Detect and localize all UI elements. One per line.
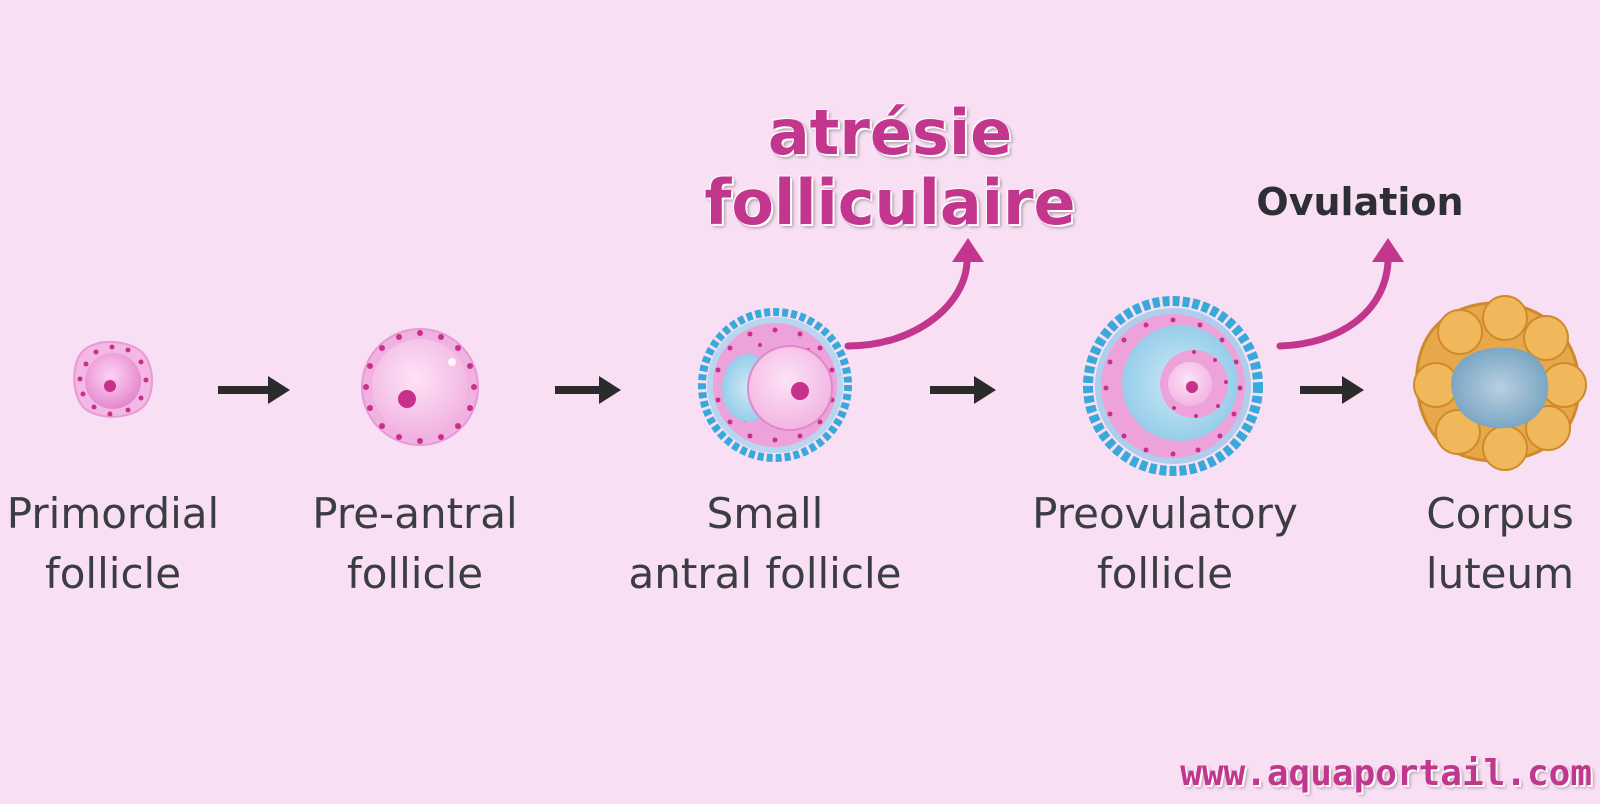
ovulation-arrow: [1276, 238, 1404, 350]
stage-label-line1: Corpus: [1426, 489, 1574, 538]
stage-label-corpus-luteum: Corpus luteum: [1400, 484, 1600, 604]
atresia-arrow: [844, 238, 984, 350]
progression-arrow-4: [1300, 376, 1364, 404]
stage-label-line2: follicle: [44, 549, 182, 598]
stage-label-line1: Small: [706, 489, 824, 538]
stage-label-line2: follicle: [346, 549, 484, 598]
progression-arrow-1: [218, 376, 290, 404]
stage-label-line2: follicle: [1096, 549, 1234, 598]
atresia-label-line2: folliculaire: [704, 166, 1076, 239]
stage-label-primordial: Primordial follicle: [0, 484, 226, 604]
stage-label-pre-antral: Pre-antral follicle: [295, 484, 535, 604]
atresia-label-line1: atrésie: [767, 96, 1013, 169]
stage-label-line1: Pre-antral: [312, 489, 518, 538]
stage-label-small-antral: Small antral follicle: [600, 484, 930, 604]
small-antral-follicle-illustration: [698, 308, 852, 462]
stage-label-line1: Preovulatory: [1032, 489, 1298, 538]
stage-label-line2: luteum: [1425, 549, 1575, 598]
progression-arrow-2: [555, 376, 621, 404]
ovulation-label: Ovulation: [1256, 180, 1464, 224]
stage-label-preovulatory: Preovulatory follicle: [1020, 484, 1310, 604]
primordial-follicle-illustration: [73, 340, 153, 418]
corpus-luteum-illustration: [1413, 295, 1587, 471]
atresia-label: atrésie folliculaire: [660, 98, 1120, 238]
progression-arrow-3: [930, 376, 996, 404]
stage-label-line2: antral follicle: [628, 549, 902, 598]
watermark: www.aquaportail.com: [1180, 753, 1592, 794]
preovulatory-follicle-illustration: [1083, 296, 1263, 476]
stage-label-line1: Primordial: [6, 489, 220, 538]
pre-antral-follicle-illustration: [361, 328, 479, 446]
